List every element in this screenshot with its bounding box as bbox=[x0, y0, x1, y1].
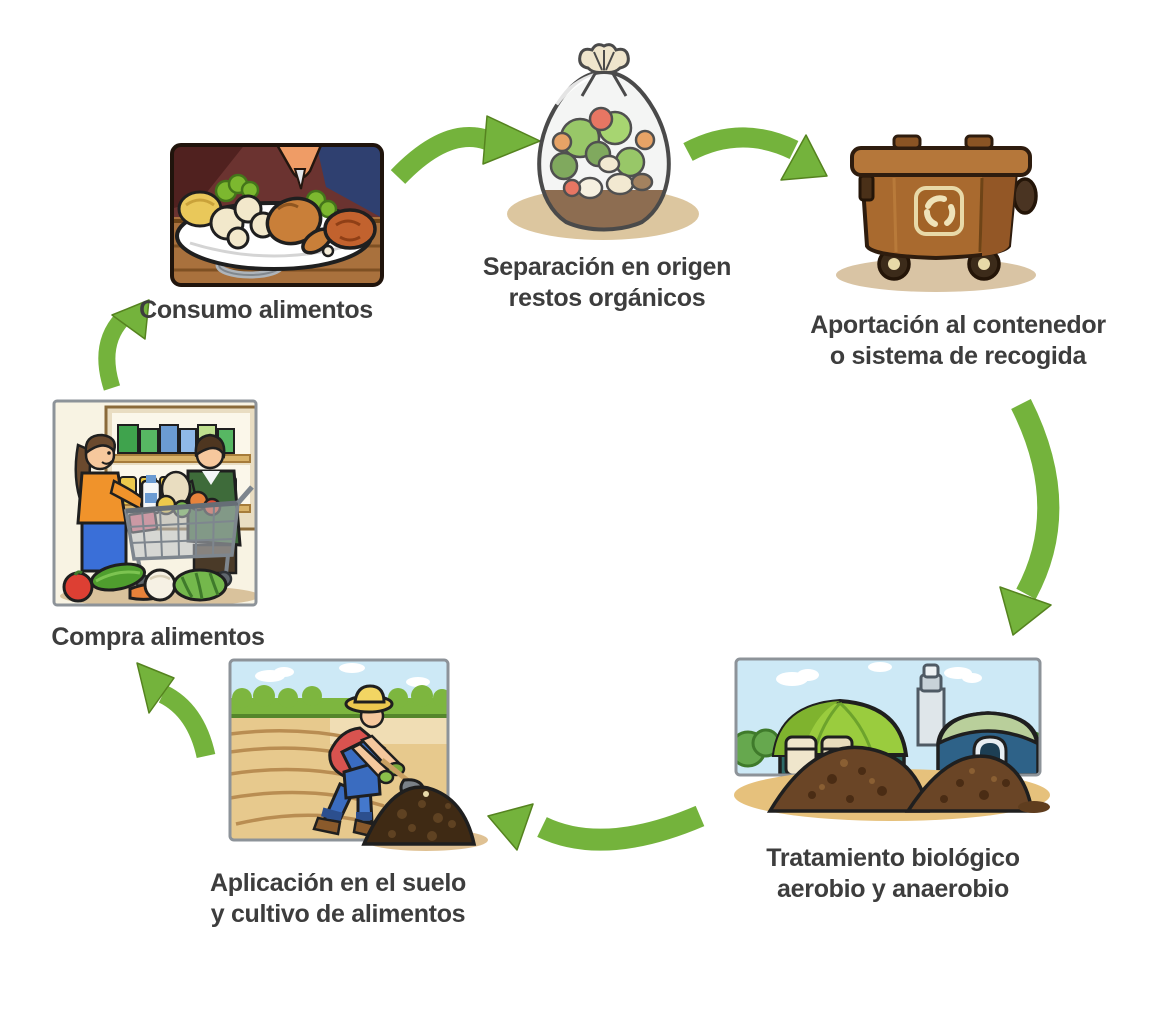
shopping-cart-icon bbox=[123, 485, 254, 592]
side-handle bbox=[1012, 177, 1038, 215]
label-aportacion: Aportación al contenedor o sistema de re… bbox=[810, 310, 1106, 372]
container-lid bbox=[850, 146, 1032, 177]
plastic-bag-icon bbox=[537, 69, 671, 232]
bag-knot-icon bbox=[578, 43, 630, 97]
aportacion-illustration bbox=[836, 134, 1038, 292]
clouds bbox=[255, 663, 430, 687]
compra-illustration bbox=[52, 399, 258, 607]
label-line: y cultivo de alimentos bbox=[210, 900, 466, 928]
aplicacion-illustration bbox=[228, 658, 488, 851]
chicken-drumstick-icon bbox=[265, 196, 335, 258]
label-line: Tratamiento biológico bbox=[766, 844, 1020, 872]
label-line: o sistema de recogida bbox=[829, 342, 1087, 370]
label-consumo: Consumo alimentos bbox=[139, 295, 373, 326]
arrow-aplicacion-to-compra-icon bbox=[136, 662, 216, 759]
label-aplicacion: Aplicación en el suelo y cultivo de alim… bbox=[210, 868, 466, 930]
label-line: Aportación al contenedor bbox=[810, 311, 1106, 339]
clouds bbox=[776, 662, 982, 686]
label-line: Separación en origen bbox=[482, 253, 732, 281]
arrow-aportacion-to-tratamiento-icon bbox=[999, 399, 1060, 636]
roast-meat-icon bbox=[323, 208, 377, 250]
arrow-separacion-to-aportacion-icon bbox=[683, 127, 828, 181]
label-line: restos orgánicos bbox=[508, 284, 706, 312]
label-line: Aplicación en el suelo bbox=[210, 869, 466, 897]
fork-icon bbox=[293, 168, 307, 190]
tratamiento-illustration bbox=[734, 657, 1050, 821]
recycle-icon bbox=[914, 186, 964, 236]
chimney-stack bbox=[916, 663, 946, 747]
shadow bbox=[836, 258, 1036, 292]
compost-pile bbox=[361, 785, 477, 846]
label-line: Compra alimentos bbox=[51, 623, 265, 651]
label-tratamiento: Tratamiento biológico aerobio y anaerobi… bbox=[766, 843, 1020, 905]
consumo-illustration bbox=[170, 143, 384, 287]
boot bbox=[312, 816, 342, 836]
compost-piles bbox=[766, 745, 1050, 813]
glove bbox=[377, 769, 395, 785]
arrow-tratamiento-to-aplicacion-icon bbox=[487, 803, 705, 851]
label-line: Consumo alimentos bbox=[139, 296, 373, 324]
label-compra: Compra alimentos bbox=[51, 622, 265, 653]
front-vegetables bbox=[62, 562, 228, 603]
potatoes-icon bbox=[209, 194, 277, 250]
label-line: aerobio y anaerobio bbox=[777, 875, 1009, 903]
label-separacion: Separación en origen restos orgánicos bbox=[482, 252, 732, 314]
separacion-illustration bbox=[507, 43, 699, 240]
